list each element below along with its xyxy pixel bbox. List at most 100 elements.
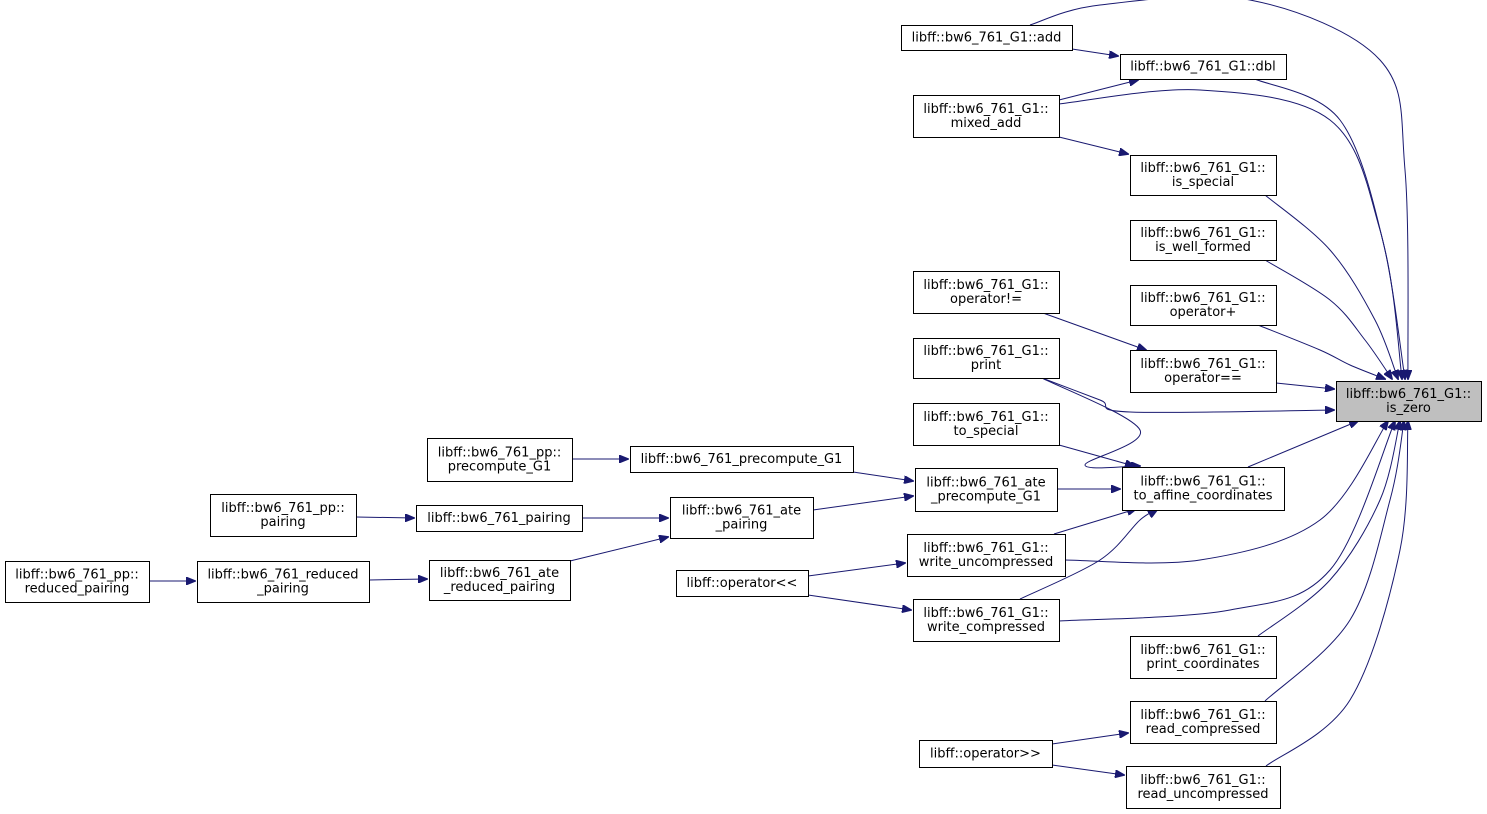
node-box: [913, 271, 1060, 314]
node-label: libff::bw6_761_G1::: [1140, 161, 1265, 176]
node-label: _pairing: [256, 582, 309, 597]
node-label: libff::bw6_761_G1::: [923, 541, 1048, 556]
node-is-well-formed[interactable]: libff::bw6_761_G1::is_well_formed: [1130, 220, 1277, 261]
node-pp-pairing[interactable]: libff::bw6_761_pp::pairing: [210, 494, 357, 537]
node-ate-reduced[interactable]: libff::bw6_761_ate_reduced_pairing: [429, 560, 571, 601]
node-label: libff::bw6_761_G1::: [1140, 643, 1265, 658]
node-box: [919, 740, 1053, 768]
node-label: operator==: [1164, 371, 1242, 386]
edge-op_in-to-read_uncompressed: [1051, 764, 1124, 775]
node-label: libff::bw6_761_G1::add: [912, 31, 1062, 46]
node-pp-precompute[interactable]: libff::bw6_761_pp::precompute_G1: [427, 438, 573, 482]
edge-mixed_add-to-is_special: [1058, 136, 1128, 154]
node-pp-reduced[interactable]: libff::bw6_761_pp::reduced_pairing: [5, 561, 150, 603]
edge-write_uncompressed-to-is_zero: [1064, 421, 1388, 564]
node-label: libff::bw6_761_ate: [682, 504, 801, 519]
node-is-zero[interactable]: libff::bw6_761_G1::is_zero: [1336, 381, 1482, 422]
node-read-compressed[interactable]: libff::bw6_761_G1::read_compressed: [1130, 701, 1277, 744]
edge-print-to-to_affine: [1041, 377, 1141, 468]
node-label: libff::bw6_761_pairing: [427, 511, 570, 526]
node-label: libff::bw6_761_pp::: [15, 568, 138, 583]
edge-is_well_formed-to-is_zero: [1264, 259, 1392, 379]
node-dbl[interactable]: libff::bw6_761_G1::dbl: [1120, 54, 1287, 80]
node-box: [427, 438, 573, 482]
node-read-uncompressed[interactable]: libff::bw6_761_G1::read_uncompressed: [1126, 766, 1281, 809]
node-write-uncompressed[interactable]: libff::bw6_761_G1::write_uncompressed: [907, 534, 1066, 577]
node-box: [1130, 285, 1277, 326]
node-box: [5, 561, 150, 603]
node-label: libff::bw6_761_G1::: [1140, 291, 1265, 306]
edge-write_uncompressed-to-to_affine: [1053, 509, 1136, 535]
node-print[interactable]: libff::bw6_761_G1::print: [913, 338, 1060, 379]
node-label: mixed_add: [951, 116, 1022, 131]
edges-layer: [149, 0, 1408, 775]
node-add[interactable]: libff::bw6_761_G1::add: [901, 25, 1073, 51]
node-box: [670, 497, 814, 539]
node-to-special[interactable]: libff::bw6_761_G1::to_special: [913, 403, 1060, 446]
edge-to_affine-to-is_zero: [1247, 421, 1358, 468]
node-label: to_affine_coordinates: [1134, 489, 1273, 504]
edge-is_special-to-is_zero: [1264, 194, 1398, 379]
node-box: [913, 599, 1060, 642]
node-op-out[interactable]: libff::operator<<: [676, 570, 809, 597]
node-box: [1122, 467, 1285, 511]
edge-reduced_pairing-to-ate_reduced: [368, 579, 427, 580]
edge-op_eq-to-is_zero: [1275, 382, 1334, 389]
node-pairing[interactable]: libff::bw6_761_pairing: [416, 505, 583, 532]
node-label: print: [971, 358, 1002, 373]
node-label: libff::bw6_761_pp::: [221, 501, 344, 516]
node-op-in[interactable]: libff::operator>>: [919, 740, 1053, 768]
nodes-layer: libff::bw6_761_G1::is_zerolibff::bw6_761…: [5, 25, 1482, 809]
node-op-neq[interactable]: libff::bw6_761_G1::operator!=: [913, 271, 1060, 314]
node-box: [1130, 636, 1277, 679]
edge-add-to-dbl: [1071, 48, 1118, 56]
edge-ate_reduced-to-ate_pairing: [569, 537, 668, 562]
node-to-affine[interactable]: libff::bw6_761_G1::to_affine_coordinates: [1122, 467, 1285, 511]
node-label: libff::bw6_761_ate: [440, 566, 559, 581]
node-box: [1130, 220, 1277, 261]
edge-op_plus-to-is_zero: [1257, 324, 1385, 379]
node-label: libff::bw6_761_G1::: [1140, 708, 1265, 723]
edge-read_compressed-to-is_zero: [1264, 421, 1404, 702]
node-label: _pairing: [715, 518, 768, 533]
node-label: libff::bw6_761_G1::: [1140, 475, 1265, 490]
edge-write_compressed-to-to_affine: [1019, 510, 1157, 600]
node-box: [915, 468, 1058, 512]
edge-ate_pairing-to-ate_precompute: [812, 496, 913, 511]
node-op-eq[interactable]: libff::bw6_761_G1::operator==: [1130, 350, 1277, 393]
node-label: to_special: [954, 424, 1019, 439]
node-label: is_special: [1172, 175, 1234, 190]
node-box: [1120, 54, 1287, 80]
edge-write_compressed-to-is_zero: [1058, 421, 1395, 622]
node-label: libff::bw6_761_G1::: [1346, 387, 1471, 402]
edge-op_neq-to-op_eq: [1042, 312, 1146, 350]
node-mixed-add[interactable]: libff::bw6_761_G1::mixed_add: [913, 95, 1060, 138]
edge-op_out-to-write_compressed: [807, 594, 911, 610]
node-box: [416, 505, 583, 532]
edge-dbl-to-is_zero: [1254, 78, 1402, 379]
edge-op_in-to-read_compressed: [1051, 733, 1128, 745]
node-label: libff::bw6_761_precompute_G1: [641, 452, 843, 467]
node-label: libff::bw6_761_G1::: [923, 410, 1048, 425]
node-label: _precompute_G1: [930, 490, 1041, 505]
node-label: is_zero: [1386, 401, 1431, 416]
node-label: print_coordinates: [1146, 657, 1259, 672]
edge-print-to-is_zero: [1041, 377, 1334, 412]
node-reduced-pairing[interactable]: libff::bw6_761_reduced_pairing: [197, 561, 370, 603]
node-is-special[interactable]: libff::bw6_761_G1::is_special: [1130, 155, 1277, 196]
edge-add-to-is_zero: [1029, 0, 1408, 379]
node-label: is_well_formed: [1155, 240, 1251, 255]
node-ate-pairing[interactable]: libff::bw6_761_ate_pairing: [670, 497, 814, 539]
edge-pp_pairing-to-pairing: [355, 517, 414, 518]
node-print-coords[interactable]: libff::bw6_761_G1::print_coordinates: [1130, 636, 1277, 679]
edge-read_uncompressed-to-is_zero: [1265, 421, 1408, 767]
node-box: [429, 560, 571, 601]
node-write-compressed[interactable]: libff::bw6_761_G1::write_compressed: [913, 599, 1060, 642]
node-op-plus[interactable]: libff::bw6_761_G1::operator+: [1130, 285, 1277, 326]
node-box: [197, 561, 370, 603]
node-precompute-G1[interactable]: libff::bw6_761_precompute_G1: [630, 446, 854, 473]
node-label: libff::bw6_761_G1::: [1140, 226, 1265, 241]
edge-op_out-to-write_uncompressed: [807, 563, 905, 577]
node-ate-precompute[interactable]: libff::bw6_761_ate_precompute_G1: [915, 468, 1058, 512]
node-label: libff::bw6_761_G1::: [1140, 773, 1265, 788]
